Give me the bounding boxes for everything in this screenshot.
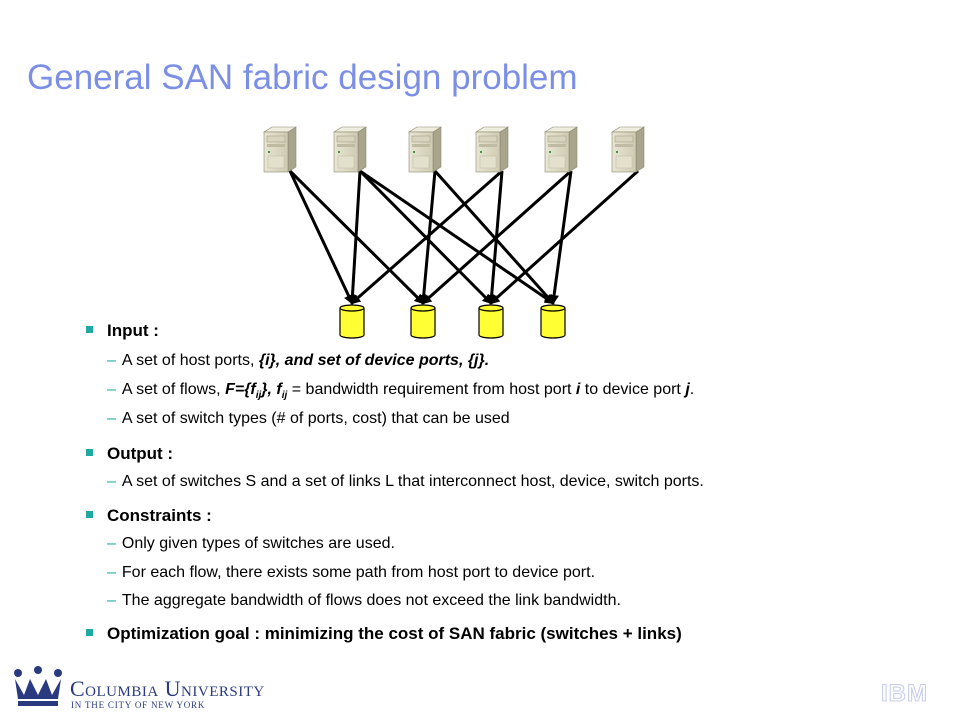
flow-arrow <box>421 169 572 305</box>
storage-disk-icon <box>540 304 566 339</box>
host-ports <box>262 126 646 173</box>
section-heading: Input : <box>107 321 159 340</box>
server-tower-icon <box>610 126 646 173</box>
section-constraints: Constraints : <box>86 506 212 526</box>
flow-arrow <box>359 169 555 305</box>
section-input: Input : <box>86 321 159 341</box>
storage-disk-icon <box>410 304 436 339</box>
section-optimization-goal: Optimization goal : minimizing the cost … <box>86 624 682 644</box>
bullet-icon <box>86 511 93 519</box>
list-item: –A set of flows, F={fij}, fij = bandwidt… <box>107 381 695 402</box>
server-tower-icon <box>332 126 368 173</box>
flow-arrow <box>489 169 640 305</box>
storage-disk-icon <box>339 304 365 339</box>
section-heading: Output : <box>107 444 174 463</box>
dash-marker: – <box>107 352 116 369</box>
list-item: –A set of switch types (# of ports, cost… <box>107 410 510 427</box>
bullet-icon <box>86 449 93 457</box>
section-heading: Optimization goal : minimizing the cost … <box>107 624 682 643</box>
flow-arrow <box>433 170 555 305</box>
list-item: –A set of host ports, {i}, and set of de… <box>107 352 490 369</box>
university-subtitle: IN THE CITY OF NEW YORK <box>71 700 206 710</box>
columbia-crown-icon <box>14 666 62 706</box>
server-tower-icon <box>262 126 298 173</box>
list-item: –For each flow, there exists some path f… <box>107 564 596 581</box>
bullet-icon <box>86 326 93 334</box>
section-output: Output : <box>86 444 173 464</box>
flow-arrows <box>288 169 640 305</box>
flow-arrow <box>350 169 503 305</box>
device-ports <box>339 304 566 339</box>
section-heading: Constraints : <box>107 506 212 525</box>
university-name: Columbia University <box>70 676 265 701</box>
bullet-icon <box>86 629 93 637</box>
server-tower-icon <box>543 126 579 173</box>
ibm-logo: IBM <box>879 680 930 708</box>
list-item: –A set of switches S and a set of links … <box>107 473 704 490</box>
server-tower-icon <box>474 126 510 173</box>
storage-disk-icon <box>478 304 504 339</box>
server-tower-icon <box>407 126 443 173</box>
slide-title: General SAN fabric design problem <box>27 58 578 97</box>
flow-arrow <box>549 170 573 305</box>
list-item: –The aggregate bandwidth of flows does n… <box>107 592 621 609</box>
flow-arrow <box>347 170 362 305</box>
flow-arrow <box>288 170 354 305</box>
list-item: –Only given types of switches are used. <box>107 535 395 552</box>
